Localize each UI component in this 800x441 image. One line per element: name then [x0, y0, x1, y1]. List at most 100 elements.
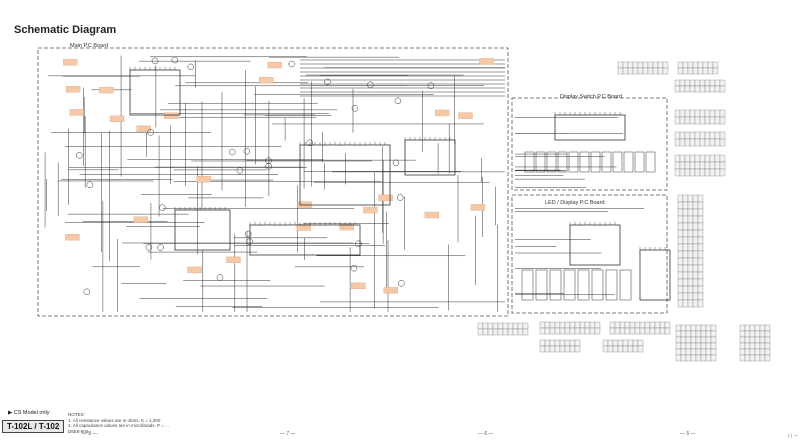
transistor-symbol: [157, 244, 164, 251]
table-cell: [679, 138, 686, 147]
table-cell: [685, 336, 692, 344]
table-cell: [677, 236, 684, 245]
transistor-symbol: [145, 243, 153, 251]
transistor-symbol: [76, 152, 83, 159]
table-cell: [624, 321, 631, 329]
table-cell: [627, 339, 634, 347]
table-cell: [574, 345, 581, 353]
table-cell: [662, 61, 669, 69]
table-cell: [682, 257, 689, 266]
transistor-symbol: [265, 163, 272, 170]
table-cell: [684, 168, 691, 177]
table-cell: [677, 215, 684, 224]
table-cell: [759, 336, 766, 344]
table-cell: [714, 116, 721, 125]
table-cell: [712, 67, 719, 75]
table-cell: [697, 236, 704, 245]
table-cell: [682, 222, 689, 231]
table-cell: [627, 61, 634, 69]
table-cell: [617, 61, 624, 69]
table-cell: [749, 348, 756, 356]
part-label-box: [296, 224, 311, 231]
table-cell: [692, 264, 699, 273]
table-cell: [559, 327, 566, 335]
table-cell: [637, 339, 644, 347]
ic-block: [129, 69, 181, 116]
table-cell: [649, 327, 656, 335]
table-cell: [692, 292, 699, 301]
page-title: Schematic Diagram: [14, 24, 117, 36]
table-cell: [692, 278, 699, 287]
table-cell: [677, 299, 684, 308]
table-cell: [554, 345, 561, 353]
table-cell: [714, 131, 721, 140]
main-board-label: Main P.C Board: [70, 43, 109, 49]
table-cell: [764, 348, 771, 356]
table-cell: [694, 85, 701, 93]
table-cell: [692, 201, 699, 210]
led-digit: [634, 151, 645, 173]
table-cell: [714, 168, 721, 177]
table-cell: [692, 194, 699, 203]
table-cell: [680, 336, 687, 344]
table-cell: [739, 348, 746, 356]
table-cell: [502, 328, 509, 336]
table-cell: [624, 327, 631, 335]
display-board-label: Display Switch P.C Board: [560, 94, 622, 100]
table-cell: [690, 348, 697, 356]
table-cell: [544, 345, 551, 353]
transistor-symbol: [396, 194, 404, 201]
table-cell: [719, 131, 726, 140]
table-cell: [680, 354, 687, 362]
transistor-symbol: [288, 60, 296, 68]
table-cell: [695, 348, 702, 356]
table-cell: [512, 322, 519, 330]
table-cell: [637, 67, 644, 75]
table-cell: [492, 322, 499, 330]
table-cell: [687, 201, 694, 210]
table-cell: [554, 321, 561, 329]
table-cell: [759, 330, 766, 338]
transistor-symbol: [246, 238, 253, 245]
table-cell: [697, 250, 704, 259]
led-board-label: LED / Display P.C Board: [545, 200, 605, 206]
table-cell: [497, 328, 504, 336]
table-cell: [707, 67, 714, 75]
table-cell: [764, 324, 771, 332]
part-label-box: [136, 125, 151, 132]
table-cell: [614, 321, 621, 329]
table-cell: [627, 345, 634, 353]
table-cell: [689, 161, 696, 170]
part-label-box: [267, 61, 282, 69]
table-cell: [749, 324, 756, 332]
table-cell: [634, 327, 641, 335]
table-cell: [700, 324, 707, 332]
table-cell: [709, 85, 716, 93]
table-cell: [704, 138, 711, 147]
table-cell: [674, 109, 681, 118]
table-cell: [744, 324, 751, 332]
table-cell: [692, 229, 699, 238]
table-cell: [705, 330, 712, 338]
table-cell: [487, 328, 494, 336]
table-cell: [690, 354, 697, 362]
table-cell: [677, 67, 684, 75]
table-cell: [682, 67, 689, 75]
table-cell: [687, 67, 694, 75]
table-cell: [632, 345, 639, 353]
table-cell: [719, 116, 726, 125]
table-cell: [507, 328, 514, 336]
table-cell: [754, 354, 761, 362]
table-cell: [482, 328, 489, 336]
table-cell: [682, 243, 689, 252]
table-cell: [622, 67, 629, 75]
table-cell: [694, 138, 701, 147]
table-cell: [674, 138, 681, 147]
notes-heading: NOTES:: [68, 412, 85, 417]
note-line: 1. All resistance values are in ohms. K …: [68, 417, 161, 423]
part-label-box: [378, 194, 393, 202]
led-digit: [524, 151, 535, 173]
table-cell: [744, 342, 751, 350]
table-cell: [679, 168, 686, 177]
table-cell: [492, 328, 499, 336]
